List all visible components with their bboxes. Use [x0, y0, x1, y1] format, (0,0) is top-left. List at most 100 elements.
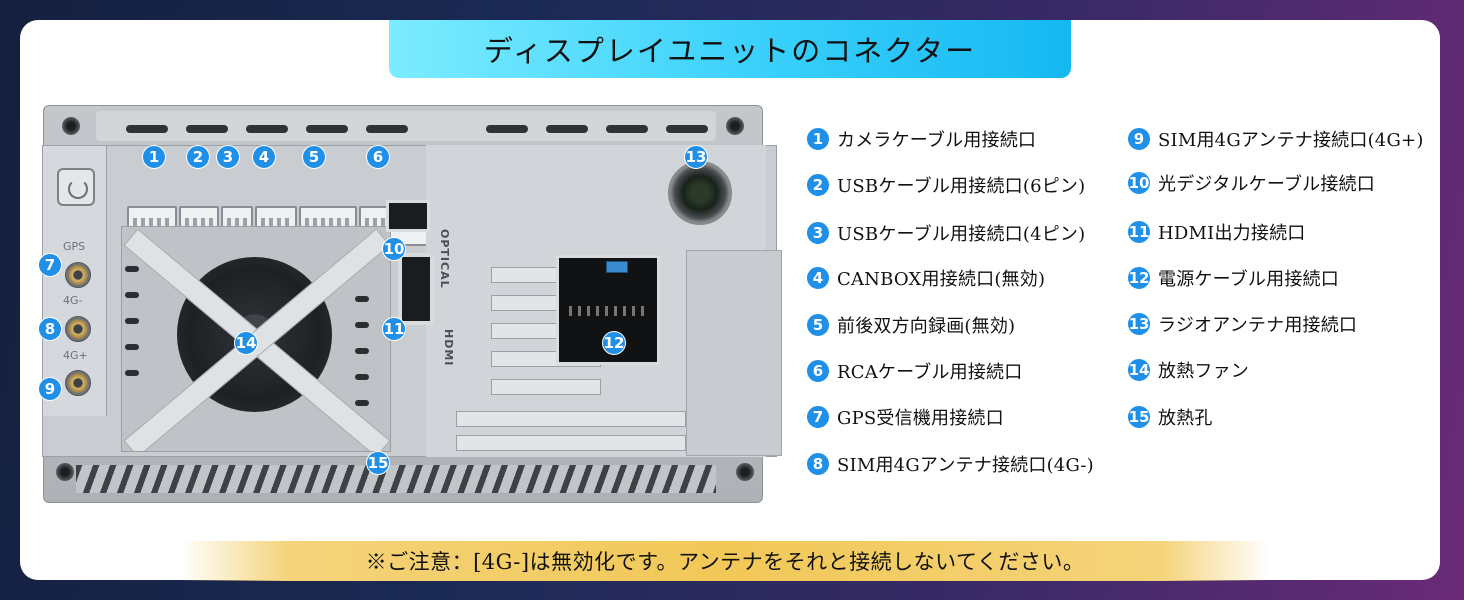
vent-slot	[355, 400, 369, 406]
callout-6: 6	[366, 145, 390, 169]
callout-7: 7	[38, 253, 62, 277]
legend-item: 1 カメラケーブル用接続口	[806, 126, 1036, 152]
callout-3: 3	[216, 145, 240, 169]
legend-number: 1	[806, 127, 830, 151]
callout-12: 12	[602, 331, 626, 355]
vent-slot	[246, 125, 288, 133]
vent-slot	[355, 374, 369, 380]
vent-slot	[125, 344, 139, 350]
legend-number: 4	[806, 266, 830, 290]
callout-5: 5	[302, 145, 326, 169]
4g-minus-antenna-port	[65, 316, 91, 342]
fan-bay	[121, 226, 391, 452]
legend-item: 7 GPS受信機用接続口	[806, 404, 1004, 430]
callout-15: 15	[366, 451, 390, 475]
4g-plus-antenna-port	[65, 370, 91, 396]
legend-item: 9 SIM用4Gアンテナ接続口(4G+)	[1127, 126, 1424, 152]
legend-item: 6 RCAケーブル用接続口	[806, 358, 1022, 384]
callout-1: 1	[142, 145, 166, 169]
legend-label: 前後双方向録画(無効)	[837, 316, 1016, 337]
screw-icon	[62, 117, 80, 135]
optical-port	[386, 200, 430, 232]
gps-antenna-port	[65, 262, 91, 288]
legend-number: 12	[1127, 266, 1151, 290]
legend-label: 光デジタルケーブル接続口	[1158, 174, 1375, 195]
legend-item: 15 放熱孔	[1127, 404, 1213, 430]
callout-2: 2	[186, 145, 210, 169]
fuse	[606, 261, 628, 273]
4g-minus-port-label: 4G-	[63, 294, 83, 307]
legend-label: HDMI出力接続口	[1158, 223, 1306, 244]
4g-plus-port-label: 4G+	[63, 349, 88, 362]
vent-slot	[125, 370, 139, 376]
legend-item: 11 HDMI出力接続口	[1127, 219, 1305, 245]
power-connector	[556, 255, 660, 365]
legend-label: ラジオアンテナ用接続口	[1158, 315, 1358, 336]
vent-slot	[126, 125, 168, 133]
legend-item: 12 電源ケーブル用接続口	[1127, 265, 1339, 291]
radio-antenna-port	[668, 161, 732, 225]
screw-icon	[56, 463, 74, 481]
legend-item: 4 CANBOX用接続口(無効)	[806, 265, 1045, 291]
legend-number: 9	[1127, 127, 1151, 151]
vent-slot	[606, 125, 648, 133]
hdmi-label: HDMI	[442, 329, 455, 367]
callout-9: 9	[38, 377, 62, 401]
vent-slot	[666, 125, 708, 133]
legend-label: 電源ケーブル用接続口	[1158, 269, 1339, 290]
legend-item: 10 光デジタルケーブル接続口	[1127, 170, 1375, 196]
legend-number: 6	[806, 359, 830, 383]
legend-number: 2	[806, 173, 830, 197]
power-icon	[57, 168, 95, 206]
hdmi-port	[398, 253, 434, 325]
legend-number: 5	[806, 313, 830, 337]
legend-label: 放熱ファン	[1158, 361, 1249, 382]
legend-item: 3 USBケーブル用接続口(4ピン)	[806, 220, 1085, 246]
vent-slot	[125, 292, 139, 298]
legend-label: 放熱孔	[1158, 408, 1213, 429]
notice-banner: ※ご注意：[4G-]は無効化です。アンテナをそれと接続しないてください。	[180, 541, 1270, 581]
bottom-vent	[76, 465, 716, 493]
legend-number: 10	[1127, 171, 1151, 195]
heat-slat	[456, 435, 686, 451]
vent-slot	[366, 125, 408, 133]
page-title: ディスプレイユニットのコネクター	[389, 20, 1071, 78]
legend-label: SIM用4Gアンテナ接続口(4G+)	[1158, 130, 1424, 151]
optical-label: OPTICAL	[438, 229, 451, 289]
callout-14: 14	[234, 331, 258, 355]
vent-slot	[486, 125, 528, 133]
legend-label: USBケーブル用接続口(4ピン)	[837, 224, 1086, 245]
legend-item: 8 SIM用4Gアンテナ接続口(4G-)	[806, 451, 1094, 477]
vent-slot	[186, 125, 228, 133]
top-vent-strip	[96, 111, 716, 141]
screw-icon	[736, 463, 754, 481]
callout-13: 13	[684, 145, 708, 169]
screw-icon	[726, 117, 744, 135]
vent-slot	[355, 296, 369, 302]
legend-label: USBケーブル用接続口(6ピン)	[837, 176, 1086, 197]
vent-slot	[125, 266, 139, 272]
callout-8: 8	[38, 317, 62, 341]
legend-number: 13	[1127, 312, 1151, 336]
vent-slot	[355, 348, 369, 354]
legend-number: 3	[806, 221, 830, 245]
vent-slot	[125, 318, 139, 324]
legend-number: 11	[1127, 220, 1151, 244]
vent-slot	[546, 125, 588, 133]
callout-10: 10	[382, 237, 406, 261]
heat-slat	[456, 411, 686, 427]
legend-label: RCAケーブル用接続口	[837, 362, 1023, 383]
legend-label: SIM用4Gアンテナ接続口(4G-)	[837, 455, 1094, 476]
legend-item: 2 USBケーブル用接続口(6ピン)	[806, 172, 1085, 198]
legend-number: 15	[1127, 405, 1151, 429]
side-plate	[686, 250, 782, 456]
legend-item: 13 ラジオアンテナ用接続口	[1127, 311, 1357, 337]
callout-4: 4	[252, 145, 276, 169]
legend-label: GPS受信機用接続口	[837, 408, 1004, 429]
vent-slot	[306, 125, 348, 133]
legend-item: 5 前後双方向録画(無効)	[806, 312, 1015, 338]
vent-slot	[355, 322, 369, 328]
antenna-panel: GPS 4G- 4G+	[43, 146, 107, 416]
legend-number: 14	[1127, 358, 1151, 382]
legend-number: 8	[806, 452, 830, 476]
